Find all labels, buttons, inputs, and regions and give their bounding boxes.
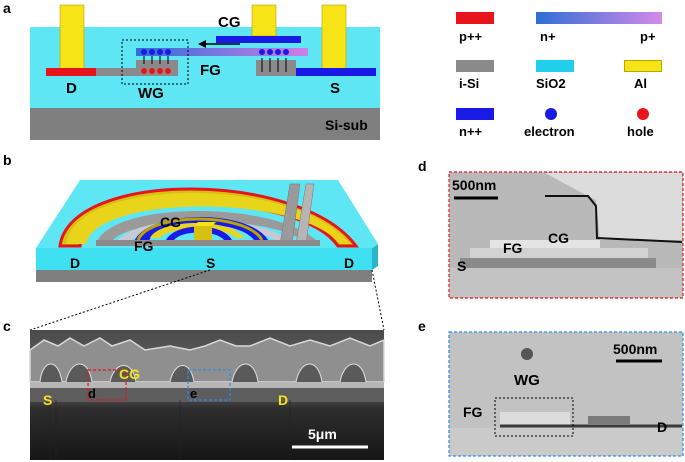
wg-highlight-box-tem (494, 397, 574, 437)
wg-highlight-box (121, 39, 189, 85)
panel-b-cg-label: CG (160, 214, 181, 230)
block-front-face (36, 248, 372, 270)
panel-d-fg-label: FG (503, 240, 523, 256)
panel-b-s-label: S (206, 255, 216, 271)
source-pillar-top (194, 222, 216, 226)
panel-d-scalebar-label: 500nm (452, 177, 497, 193)
legend-label-n-plus: n+ (540, 29, 556, 44)
control-gate (216, 36, 301, 43)
wg-holes (141, 68, 171, 74)
isi-ring-outer (96, 211, 320, 244)
si-substrate (30, 108, 380, 140)
legend-label-p-plus-plus: p++ (459, 29, 483, 44)
legend-swatch-isi (456, 60, 494, 72)
cg-outline (545, 195, 683, 243)
panel-c-scalebar-label: 5μm (308, 426, 337, 442)
panel-a-cg-label: CG (218, 14, 241, 31)
legend-swatch-p-plus-plus (456, 12, 494, 24)
region-d-box (87, 369, 127, 401)
panel-e-scalebar-label: 500nm (613, 341, 658, 357)
legend-label-isi: i-Si (459, 76, 480, 91)
panel-a-d-label: D (66, 80, 77, 97)
panel-b-d-right-label: D (344, 255, 355, 271)
panel-c-d-box-label: d (88, 386, 96, 401)
al-contact-gate (251, 4, 277, 37)
panel-b-letter: b (3, 152, 12, 168)
drain-p-plus-plus (46, 68, 96, 76)
region-e-box (187, 369, 231, 401)
inner-source-arc (166, 226, 232, 240)
source-pillar (194, 226, 212, 242)
legend-label-sio2: SiO2 (536, 76, 566, 91)
legend-swatch-al (624, 60, 662, 72)
floating-gate (136, 48, 308, 56)
block-right-face (372, 244, 378, 270)
panel-e-wg-label: WG (514, 372, 540, 389)
legend-label-n-plus-plus: n++ (459, 124, 483, 139)
panel-d-letter: d (418, 158, 427, 174)
panel-a-substrate-label: Si-sub (325, 117, 368, 133)
panel-d-cg-label: CG (548, 230, 569, 246)
legend-label-electron: electron (524, 124, 575, 139)
panel-e-letter: e (418, 318, 426, 334)
legend-label-p-plus: p+ (640, 29, 656, 44)
panel-a-fg-label: FG (200, 62, 221, 79)
legend-swatch-sio2 (536, 60, 574, 72)
source-up-arrows (261, 58, 287, 72)
source-n-plus-plus (296, 68, 376, 76)
legend-swatch-n-plus-plus (456, 108, 494, 120)
panel-c-e-box-label: e (190, 386, 198, 401)
panel-e-fg-label: FG (463, 404, 483, 420)
legend-swatch-hole (637, 108, 649, 120)
panel-a-s-label: S (330, 80, 341, 97)
al-contact-drain (59, 4, 85, 70)
legend-label-al: Al (634, 76, 647, 91)
panel-a-letter: a (3, 0, 11, 16)
panel-c-letter: c (3, 318, 11, 334)
panel-c-s-label: S (43, 392, 53, 408)
isi-strip (96, 240, 320, 246)
panel-b-d-left-label: D (70, 255, 81, 271)
panel-d-s-label: S (457, 258, 467, 274)
wg-electrons (141, 49, 171, 55)
legend-swatch-n-plus-to-p-plus (536, 12, 662, 24)
legend-label-hole: hole (627, 124, 654, 139)
drain-isi-link (96, 68, 136, 76)
inner-al-arc (150, 223, 244, 238)
panel-c-d-label: D (278, 392, 289, 408)
panel-a-wg-label: WG (138, 85, 164, 102)
legend-swatch-electron (545, 108, 557, 120)
panel-e-d-label: D (657, 419, 668, 435)
al-contact-source (321, 4, 347, 70)
panel-b-fg-label: FG (134, 238, 154, 254)
tem-particle (521, 348, 533, 360)
block-bottom-si (36, 270, 372, 282)
wg-down-arrows (143, 56, 169, 64)
panel-c-cg-label: CG (119, 366, 140, 382)
source-electrons (259, 49, 289, 55)
